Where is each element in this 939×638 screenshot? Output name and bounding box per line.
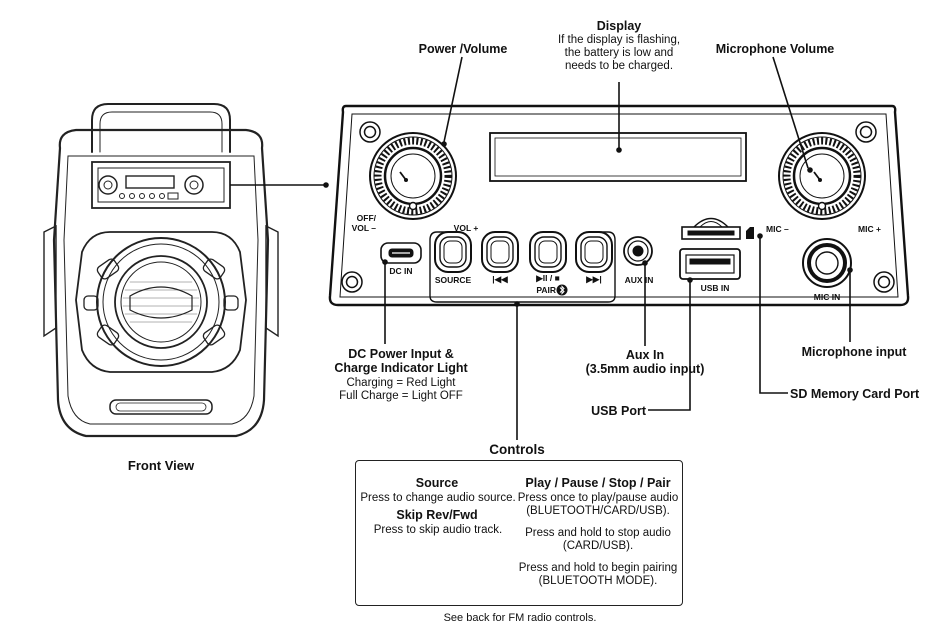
sd-card-icon [746,227,754,239]
dc-in-label: DC IN [389,266,413,276]
play-title: Play / Pause / Stop / Pair [525,476,671,490]
mic-plus-label: MIC + [858,224,881,234]
off-vol-minus-label: OFF/ VOL – [351,213,376,233]
display-callout-desc: If the display is flashing, the battery … [557,34,681,73]
usb-port [679,248,741,280]
aux-in-label: AUX IN [624,275,654,285]
mic-volume-knob[interactable] [779,133,865,219]
play-desc-1: Press once to play/pause audio (BLUETOOT… [517,492,679,518]
skip-fwd-button[interactable] [575,231,613,273]
vol-plus-label: VOL + [453,223,479,233]
controls-heading: Controls [489,442,545,457]
mic-input-callout: Microphone input [801,345,907,359]
display-callout-title: Display [596,19,642,33]
skip-desc: Press to skip audio track. [373,524,503,536]
usb-port-callout: USB Port [591,404,646,418]
source-label: SOURCE [434,275,472,285]
power-volume-knob[interactable] [370,133,456,219]
dc-callout-title: DC Power Input & Charge Indicator Light [334,347,468,376]
skip-fwd-label: ▶▶| [586,274,602,284]
aux-callout: Aux In (3.5mm audio input) [585,348,705,377]
play-pause-button[interactable] [529,231,567,273]
mic-volume-callout: Microphone Volume [715,42,835,56]
mic-minus-label: MIC – [766,224,789,234]
play-stop-label: ▶II / ■ [536,273,560,283]
mic-in-label: MIC IN [813,292,841,302]
buttons-frame [429,231,616,303]
control-panel [328,104,910,307]
aux-in-jack [623,236,653,266]
skip-rev-button[interactable] [481,231,519,273]
controls-box [355,460,683,606]
source-title: Source [415,476,459,490]
play-desc-3: Press and hold to begin pairing (BLUETOO… [518,562,678,588]
pair-label: PAIR [536,285,556,295]
source-desc: Press to change audio source. [360,492,516,504]
mic-in-jack [802,238,852,288]
dc-in-port [380,242,422,264]
dc-callout-desc: Charging = Red Light Full Charge = Light… [339,377,463,403]
leader-lines [384,56,851,440]
play-desc-2: Press and hold to stop audio (CARD/USB). [525,527,671,553]
sd-card-slot [681,217,741,240]
usb-in-label: USB IN [700,283,730,293]
sd-port-callout: SD Memory Card Port [790,387,920,401]
front-view-speaker [43,103,279,438]
bluetooth-icon [556,284,568,296]
skip-rev-label: |◀◀ [492,274,508,284]
source-button[interactable] [434,231,472,273]
skip-title: Skip Rev/Fwd [396,508,478,522]
front-view-caption: Front View [127,458,195,473]
leader-dots [382,141,853,307]
footer-note: See back for FM radio controls. [443,612,597,624]
power-volume-callout: Power /Volume [418,42,508,56]
